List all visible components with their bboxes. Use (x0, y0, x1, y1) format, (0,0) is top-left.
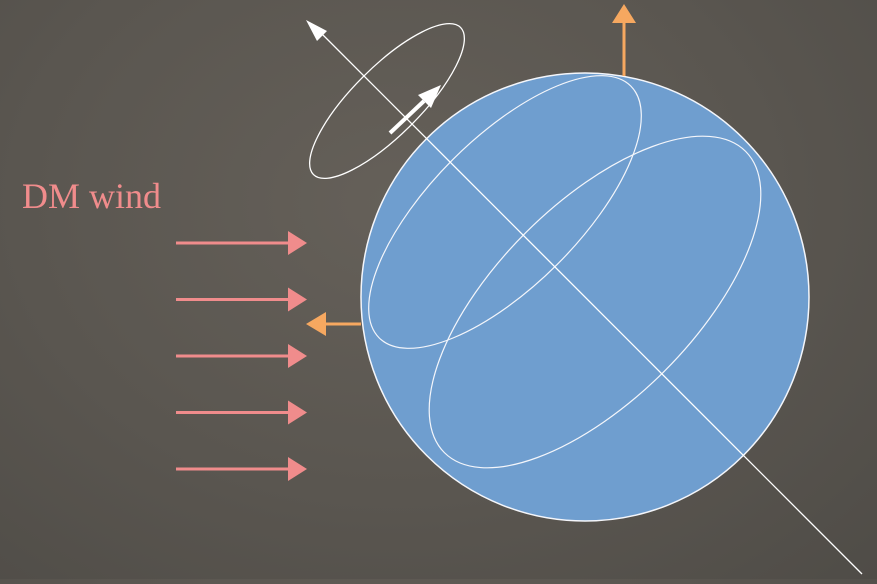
rotation-direction-arrowhead (418, 85, 441, 108)
wind-arrow-head (288, 400, 307, 425)
spin-axis-line (317, 29, 863, 575)
force-arrow-up-head (612, 4, 636, 23)
rotation-ring (308, 22, 466, 180)
force-arrow-left-head (306, 312, 326, 336)
wind-arrow-head (288, 231, 307, 255)
wind-arrow (176, 231, 307, 255)
wind-arrows (176, 231, 307, 481)
wind-arrow (176, 287, 307, 312)
latitude-circles (368, 75, 762, 469)
wind-arrow (176, 457, 307, 481)
wind-arrow (176, 344, 307, 368)
lower-latitude-ring (428, 135, 762, 469)
wind-arrow-head (288, 457, 307, 481)
force-arrow-up (612, 4, 636, 76)
wind-arrow (176, 400, 307, 425)
dm-wind-label: DM wind (22, 176, 162, 216)
upper-latitude-ring (368, 75, 642, 349)
spin-axis-arrowhead (306, 20, 327, 41)
wind-arrow-head (288, 287, 307, 312)
wind-arrow-head (288, 344, 307, 368)
force-arrow-left (306, 312, 361, 336)
rotation-direction-arrow-shaft (388, 99, 426, 135)
